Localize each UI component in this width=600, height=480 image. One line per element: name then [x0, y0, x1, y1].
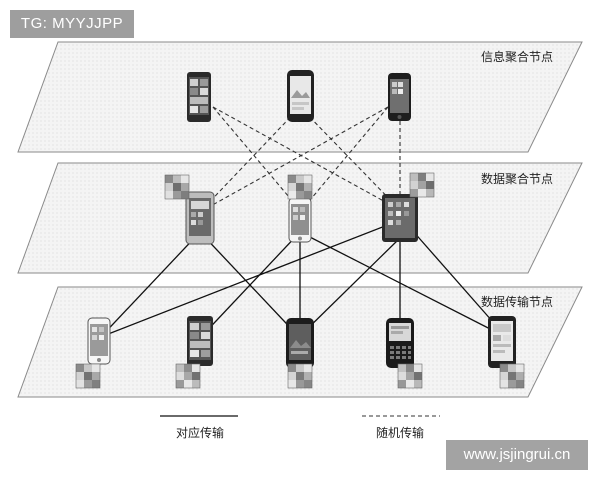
grid-tile-icon [164, 174, 190, 200]
layer-label-data: 数据聚合节点 [481, 171, 553, 186]
iphone-icon [388, 73, 411, 121]
grid-tile-icon [287, 174, 313, 200]
iphone-icon [87, 317, 111, 365]
android-phone-icon [286, 318, 314, 368]
android-phone-icon [488, 316, 516, 368]
grid-tile-icon [175, 363, 201, 389]
grid-tile-icon [75, 363, 101, 389]
android-phone-icon [287, 70, 314, 122]
random-link [212, 106, 301, 211]
legend-dashed-label: 随机传输 [376, 425, 424, 440]
random-link [199, 106, 301, 213]
windows-phone-icon [187, 316, 213, 366]
random-link [299, 106, 389, 213]
tablet-icon [382, 194, 418, 242]
random-link [199, 106, 389, 213]
grid-tile-icon [409, 172, 435, 198]
grid-tile-icon [397, 363, 423, 389]
grid-tile-icon [499, 363, 525, 389]
layer-label-transfer: 数据传输节点 [481, 294, 553, 309]
corresponding-link [199, 231, 301, 339]
windows-phone-icon [187, 72, 211, 122]
random-link [299, 106, 401, 211]
watermark-tg: TG: MYYJJPP [10, 10, 134, 38]
legend-solid-label: 对应传输 [176, 425, 224, 440]
layer-label-info: 信息聚合节点 [481, 49, 553, 64]
watermark-url: www.jsjingrui.cn [446, 440, 588, 470]
android-phone-icon [185, 191, 215, 245]
corresponding-link [411, 229, 501, 331]
iphone-icon [288, 197, 312, 243]
grid-tile-icon [287, 363, 313, 389]
corresponding-link [97, 225, 386, 339]
corresponding-link [97, 231, 201, 341]
random-link [212, 106, 401, 211]
blackberry-icon [386, 318, 414, 368]
corresponding-link [297, 237, 401, 339]
